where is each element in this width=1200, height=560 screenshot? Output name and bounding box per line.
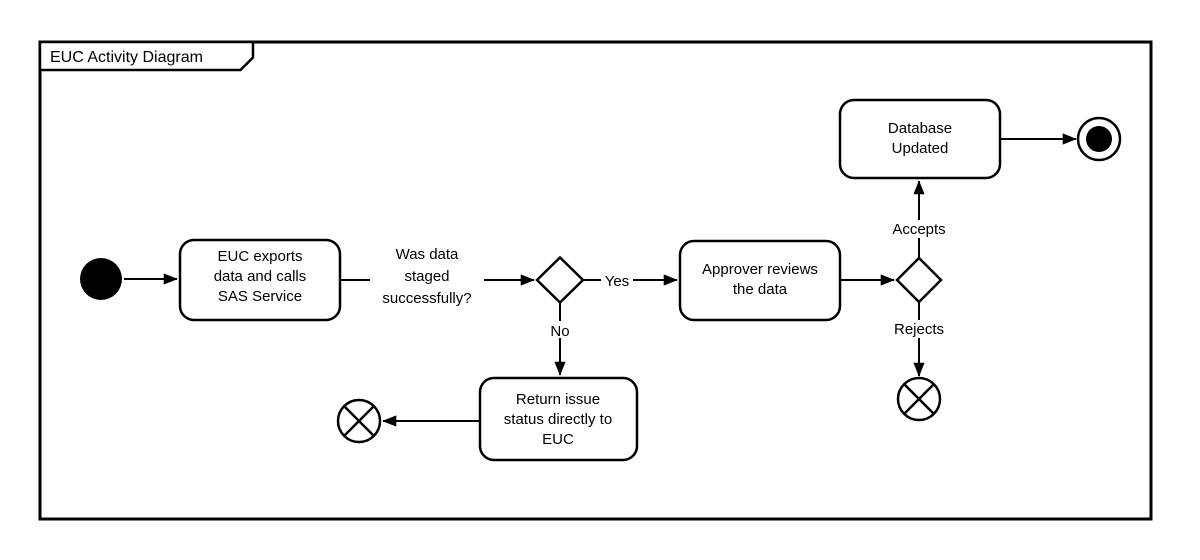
edge-label-yes-text: Yes bbox=[605, 273, 629, 290]
label-bg bbox=[370, 243, 484, 313]
task-label-line: status directly to bbox=[504, 411, 612, 428]
task-label-line: Approver reviews bbox=[702, 261, 818, 278]
edge-label-yes: Yes bbox=[601, 271, 633, 290]
task-return-issue: Return issue status directly to EUC bbox=[478, 376, 639, 462]
task-approver-reviews: Approver reviews the data bbox=[678, 239, 842, 322]
edge-label-accepts-text: Accepts bbox=[892, 221, 945, 238]
end-event-terminate bbox=[1076, 116, 1122, 162]
edge-label-staged-question: Was data staged successfully? bbox=[370, 243, 484, 313]
edge-label-line: successfully? bbox=[382, 290, 471, 307]
gateway-approval bbox=[895, 256, 943, 304]
edge-label-rejects: Rejects bbox=[888, 320, 950, 338]
task-label-line: Updated bbox=[892, 140, 949, 157]
task-label-line: the data bbox=[733, 281, 788, 298]
frame-border bbox=[38, 40, 1153, 521]
task-label-line: EUC exports bbox=[217, 248, 302, 265]
edge-label-accepts: Accepts bbox=[886, 220, 952, 238]
gateway-staged bbox=[535, 255, 585, 305]
cancel-end-event-rejects bbox=[896, 376, 942, 422]
task-label-line: SAS Service bbox=[218, 288, 302, 305]
start-event bbox=[80, 258, 122, 300]
x-mark-icon bbox=[903, 383, 935, 415]
cancel-end-event-return bbox=[336, 398, 382, 444]
frame: EUC Activity Diagram bbox=[38, 40, 1153, 521]
task-label-line: Database bbox=[888, 120, 952, 137]
edge-label-line: staged bbox=[404, 268, 449, 285]
task-label-line: EUC bbox=[542, 431, 574, 448]
x-mark-icon bbox=[343, 405, 375, 437]
task-return-issue-box bbox=[478, 376, 639, 462]
label-bg bbox=[545, 321, 575, 338]
edge-label-no: No bbox=[545, 321, 575, 340]
edge-label-line: Was data bbox=[396, 246, 459, 263]
task-label-line: data and calls bbox=[214, 268, 307, 285]
edge-label-no-text: No bbox=[550, 323, 569, 340]
end-event-inner-disk bbox=[1086, 126, 1112, 152]
label-bg bbox=[601, 271, 633, 288]
task-database-updated: Database Updated bbox=[838, 98, 1002, 180]
task-approver-reviews-box bbox=[678, 239, 842, 322]
label-bg bbox=[888, 320, 950, 338]
task-euc-exports: EUC exports data and calls SAS Service bbox=[178, 238, 342, 322]
edge-label-rejects-text: Rejects bbox=[894, 321, 944, 338]
task-label-line: Return issue bbox=[516, 391, 600, 408]
frame-title-tab bbox=[38, 40, 255, 72]
task-database-updated-box bbox=[838, 98, 1002, 180]
task-euc-exports-box bbox=[178, 238, 342, 322]
diagram-title: EUC Activity Diagram bbox=[50, 49, 203, 66]
label-bg bbox=[886, 220, 952, 238]
